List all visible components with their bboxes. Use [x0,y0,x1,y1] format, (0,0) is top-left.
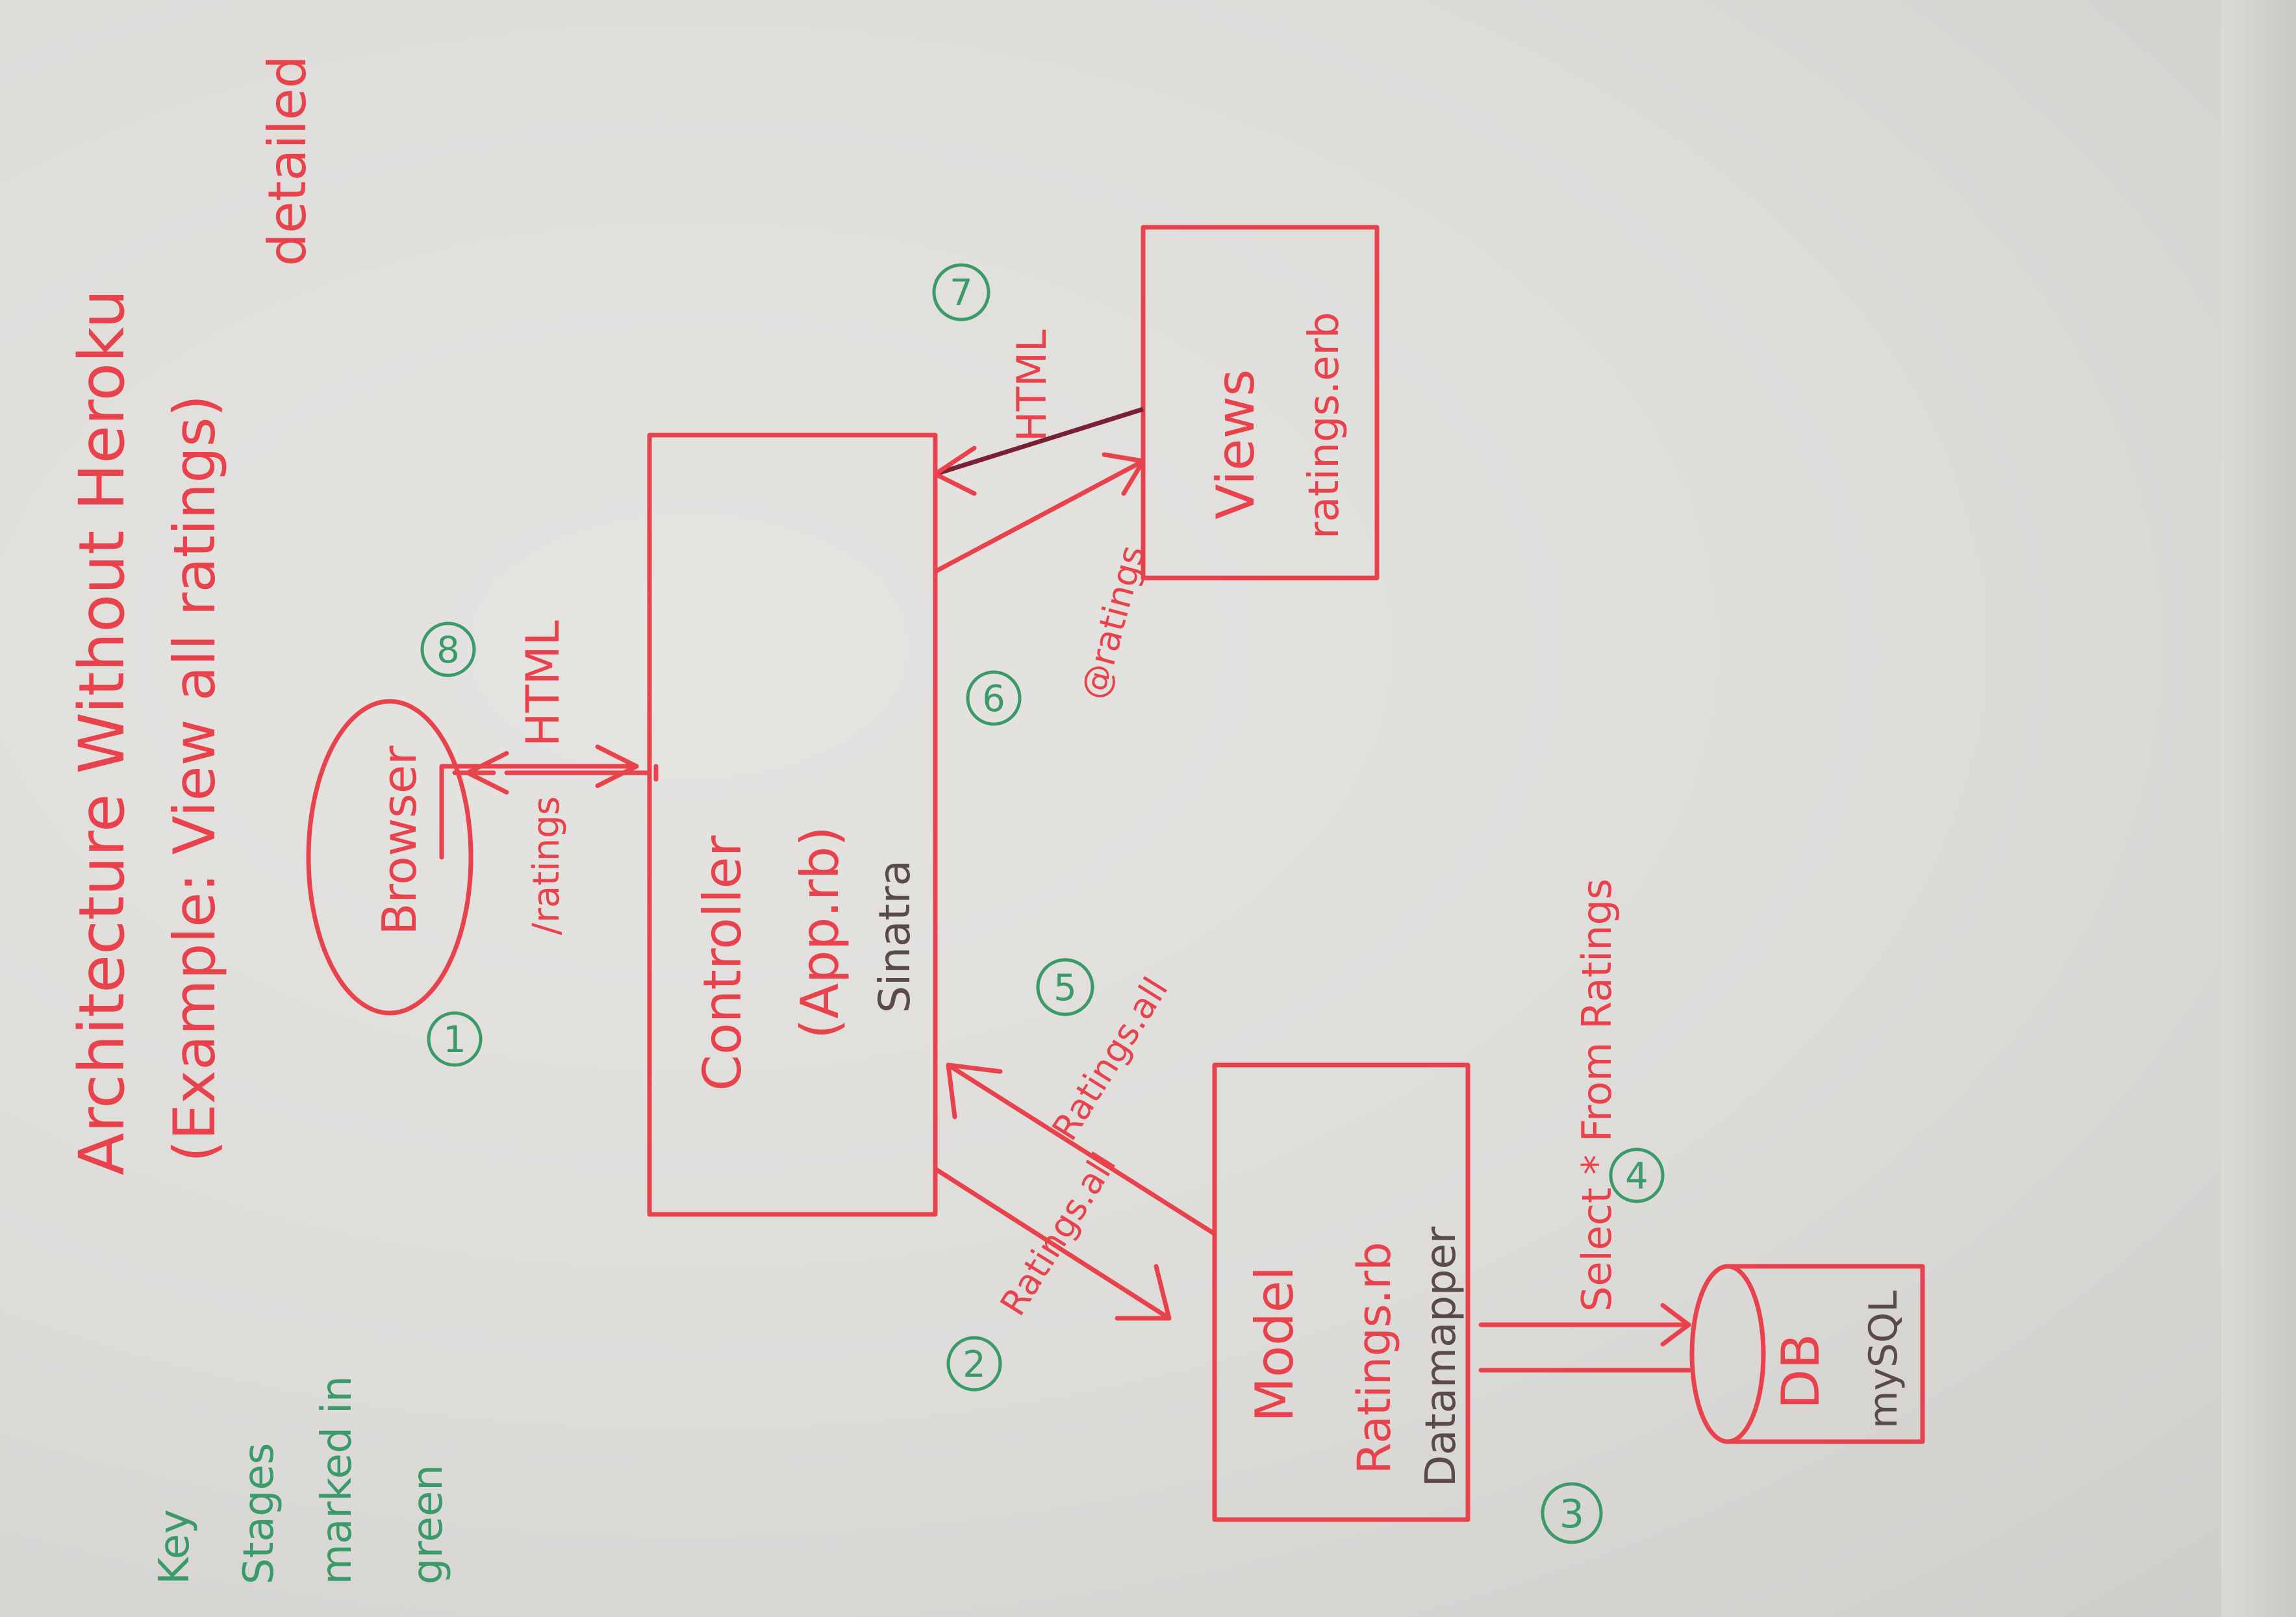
model-file-text: Ratings.rb [1348,1242,1401,1474]
edge-request-text: /ratings [525,796,568,935]
browser-node [306,699,473,1016]
views-node [1141,225,1380,581]
edge-views-controller [933,407,1144,496]
key-line-2: marked in [313,1376,361,1585]
key-line-1-text: Stages [235,1443,283,1585]
db-engine-text: mySQL [1861,1290,1906,1429]
model-file: Ratings.rb [1348,1242,1401,1474]
stage-1-text: 1 [443,1019,466,1061]
edge-view-data-label: @ratings [1073,541,1154,703]
key-line-2-text: marked in [313,1376,361,1585]
edge-response-text: HTML [516,620,570,747]
db-label: DB [1771,1334,1831,1409]
views-file: ratings.erb [1300,312,1348,539]
model-label: Model [1244,1266,1305,1422]
stage-marker-4: 4 [1609,1147,1665,1203]
edge-view-html-label: HTML [1008,329,1055,442]
edge-model-call-label: Ratings.all [992,1146,1124,1323]
key-line-3: green [404,1464,452,1585]
edge-controller-model [933,1166,1172,1321]
edge-model-db [1478,1303,1691,1373]
edge-query-label: Select * From Ratings [1573,879,1621,1312]
title-note: detailed [257,55,318,266]
edge-controller-browser [452,751,659,795]
model-node [1212,1062,1470,1522]
controller-file: (App.rb) [790,826,850,1039]
controller-label-text: Controller [692,835,753,1091]
key-line-1: Stages [235,1443,283,1585]
paper-edge [2221,0,2296,1617]
edge-model-call-text: Ratings.all [992,1146,1124,1323]
stage-2-text: 2 [963,1344,986,1386]
stage-marker-5: 5 [1036,958,1094,1016]
key-line-3-text: green [404,1464,452,1585]
browser-label: Browser [372,746,427,935]
db-engine: mySQL [1861,1290,1906,1429]
model-orm: Datamapper [1417,1226,1465,1487]
title-line-1: Architecture Without Heroku [66,289,138,1175]
stage-marker-2: 2 [946,1336,1002,1392]
key-label-text: Key [151,1509,199,1585]
stage-4-text: 4 [1625,1155,1648,1197]
db-node [1689,1264,1925,1444]
stage-6-text: 6 [982,678,1005,720]
controller-label: Controller [692,835,753,1091]
edge-request-label: /ratings [525,796,568,935]
db-label-text: DB [1771,1334,1831,1409]
controller-framework: Sinatra [870,860,920,1013]
views-file-text: ratings.erb [1300,312,1348,539]
key-label: Key [151,1509,199,1585]
controller-framework-text: Sinatra [870,860,920,1013]
stage-7-text: 7 [950,272,973,314]
views-label-text: Views [1205,369,1266,520]
edge-query-text: Select * From Ratings [1573,879,1621,1312]
title-line-2: (Example: View all ratings) [161,395,228,1162]
edge-response-label: HTML [516,620,570,747]
stage-marker-6: 6 [966,670,1022,726]
edge-view-html-text: HTML [1008,329,1055,442]
stage-8-text: 8 [436,629,460,671]
stage-marker-7: 7 [932,263,990,321]
stage-marker-8: 8 [420,621,476,677]
edge-model-controller [946,1062,1217,1236]
title-text-2: (Example: View all ratings) [161,395,228,1162]
browser-label-text: Browser [372,746,427,935]
controller-file-text: (App.rb) [790,826,850,1039]
title-text-1: Architecture Without Heroku [66,289,138,1175]
controller-node [647,432,938,1217]
edge-controller-views [933,452,1146,574]
title-note-text: detailed [257,55,318,266]
stage-3-text: 3 [1559,1492,1584,1537]
views-label: Views [1205,369,1266,520]
stage-5-text: 5 [1053,967,1077,1009]
stage-marker-1: 1 [427,1011,483,1067]
stage-marker-3: 3 [1541,1482,1603,1544]
model-label-text: Model [1244,1266,1305,1422]
model-orm-text: Datamapper [1417,1226,1465,1487]
edge-view-data-text: @ratings [1073,541,1154,703]
